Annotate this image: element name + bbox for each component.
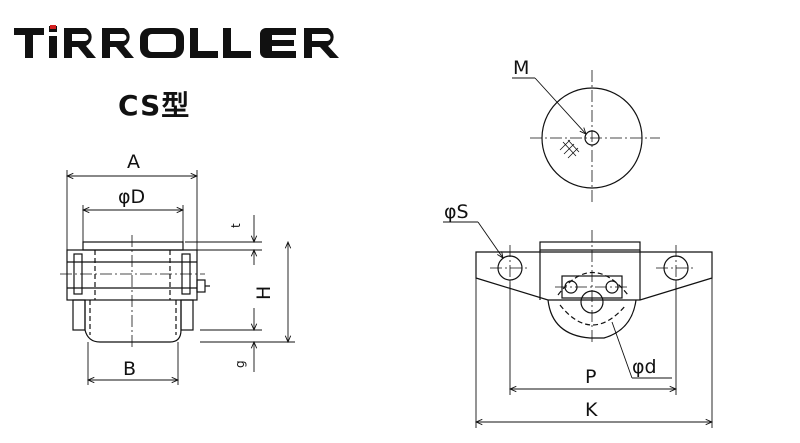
model-label: CS型	[118, 89, 191, 122]
dim-b-label: B	[123, 358, 136, 380]
dim-t-label: t	[229, 223, 243, 228]
side-view	[66, 241, 210, 343]
dim-g-label: g	[233, 360, 247, 368]
tirroller-logo	[14, 25, 339, 58]
dim-h-label: H	[253, 286, 275, 300]
dim-d-small-label: φd	[632, 356, 657, 378]
dim-s-label: φS	[444, 201, 469, 223]
dim-k-label: K	[585, 399, 598, 421]
dim-p-label: P	[585, 366, 596, 388]
front-view	[475, 241, 713, 339]
dim-a-label: A	[127, 151, 140, 173]
dim-m-label: M	[513, 57, 529, 79]
dim-d-label: φD	[118, 186, 145, 208]
